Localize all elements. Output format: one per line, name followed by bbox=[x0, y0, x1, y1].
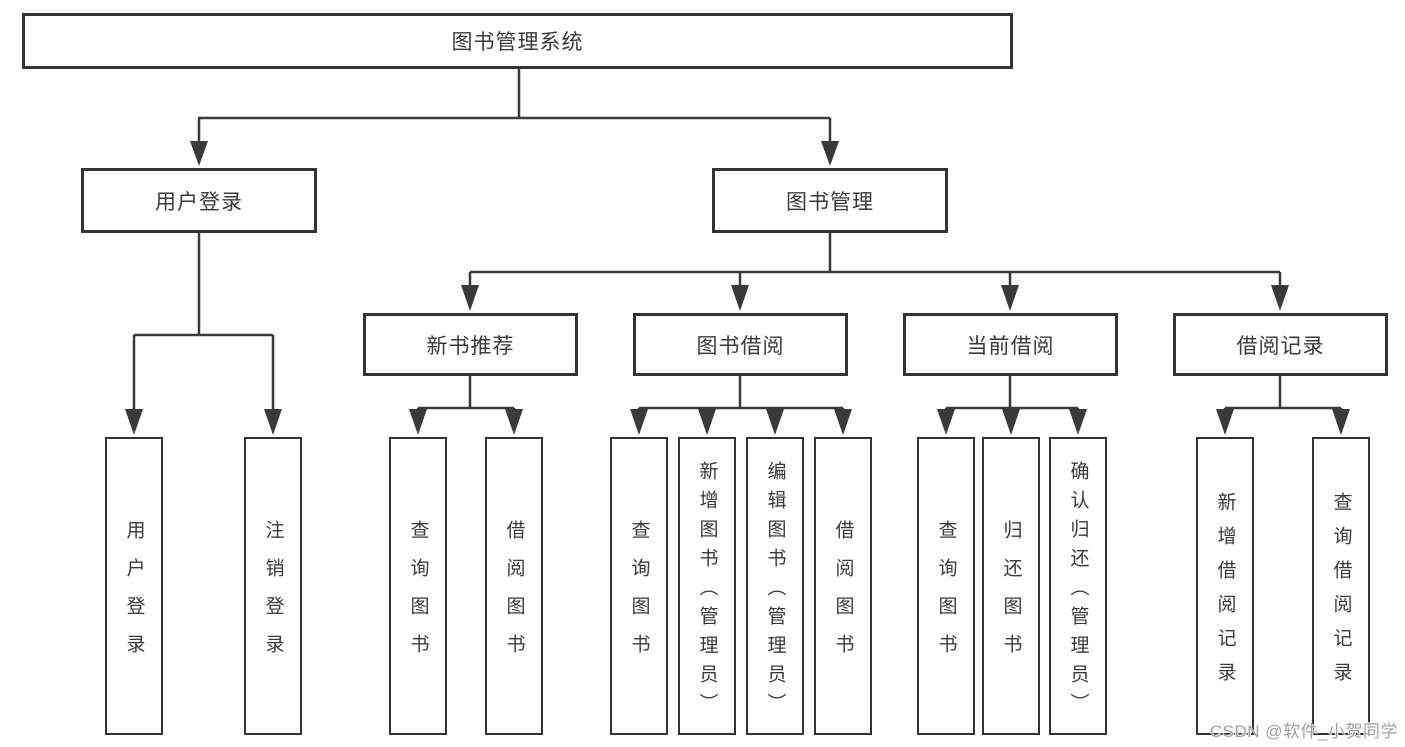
leaf-label: 查询借阅记录 bbox=[1330, 491, 1352, 696]
node-label: 新书推荐 bbox=[426, 334, 515, 358]
leaf-label: 新增图书（管理员） bbox=[696, 460, 718, 722]
node-label: 用户登录 bbox=[155, 190, 243, 214]
node-root-label: 图书管理系统 bbox=[451, 31, 584, 54]
connector-records-children bbox=[1223, 376, 1343, 410]
leaf-label: 查询图书 bbox=[628, 519, 650, 672]
leaf-label: 借阅图书 bbox=[832, 519, 854, 672]
leaf-newbook-query-books: 查询图书 bbox=[389, 437, 447, 735]
leaf-label: 借阅图书 bbox=[503, 519, 525, 672]
leaf-newbook-borrow-books: 借阅图书 bbox=[485, 437, 543, 735]
leaf-label: 编辑图书（管理员） bbox=[764, 460, 786, 722]
connector-root-to-level1 bbox=[197, 69, 832, 142]
node-label: 当前借阅 bbox=[966, 334, 1055, 358]
leaf-label: 查询图书 bbox=[935, 519, 957, 672]
leaf-records-add-record: 新增借阅记录 bbox=[1196, 437, 1254, 735]
node-book-management-branch: 图书管理 bbox=[712, 168, 948, 233]
node-new-book-recommend: 新书推荐 bbox=[363, 313, 578, 376]
node-borrow-records: 借阅记录 bbox=[1173, 313, 1388, 376]
leaf-current-query-books: 查询图书 bbox=[917, 437, 975, 735]
leaf-label: 确认归还（管理员） bbox=[1067, 460, 1089, 722]
arrowheads-currentborrow-children bbox=[937, 409, 1087, 435]
leaf-logout: 注销登录 bbox=[244, 437, 302, 735]
leaf-label: 新增借阅记录 bbox=[1214, 491, 1236, 696]
leaf-records-query-record: 查询借阅记录 bbox=[1312, 437, 1370, 735]
leaf-label: 注销登录 bbox=[262, 519, 284, 672]
connector-bookborrow-children bbox=[637, 376, 845, 410]
leaf-label: 用户登录 bbox=[123, 519, 145, 672]
node-book-borrow: 图书借阅 bbox=[633, 313, 848, 376]
node-label: 图书管理 bbox=[786, 190, 874, 214]
leaf-current-confirm-return-admin: 确认归还（管理员） bbox=[1049, 437, 1107, 735]
leaf-borrow-add-books-admin: 新增图书（管理员） bbox=[678, 437, 736, 735]
leaf-current-return-books: 归还图书 bbox=[982, 437, 1040, 735]
leaf-user-login: 用户登录 bbox=[105, 437, 163, 735]
arrowheads-bookborrow-children bbox=[630, 409, 852, 435]
leaf-borrow-edit-books-admin: 编辑图书（管理员） bbox=[746, 437, 804, 735]
csdn-watermark: CSDN @软件_小贺同学 bbox=[1209, 722, 1398, 741]
node-label: 图书借阅 bbox=[696, 334, 785, 358]
leaf-label: 查询图书 bbox=[407, 519, 429, 672]
arrowheads-level2 bbox=[461, 285, 1289, 311]
arrowheads-level1 bbox=[190, 141, 839, 166]
arrowheads-login-children bbox=[125, 409, 282, 435]
connector-books-to-level2 bbox=[468, 233, 1282, 286]
arrowheads-newbook-children bbox=[409, 409, 523, 435]
node-current-borrow: 当前借阅 bbox=[903, 313, 1118, 376]
leaf-borrow-borrow-books: 借阅图书 bbox=[814, 437, 872, 735]
connector-login-children bbox=[132, 233, 275, 410]
connector-currentborrow-children bbox=[944, 376, 1080, 410]
leaf-borrow-query-books: 查询图书 bbox=[610, 437, 668, 735]
connector-newbook-children bbox=[416, 376, 516, 410]
node-user-login-branch: 用户登录 bbox=[81, 168, 317, 233]
arrowheads-records-children bbox=[1216, 409, 1350, 435]
node-root-library-system: 图书管理系统 bbox=[22, 13, 1013, 69]
leaf-label: 归还图书 bbox=[1000, 519, 1022, 672]
node-label: 借阅记录 bbox=[1236, 334, 1325, 358]
